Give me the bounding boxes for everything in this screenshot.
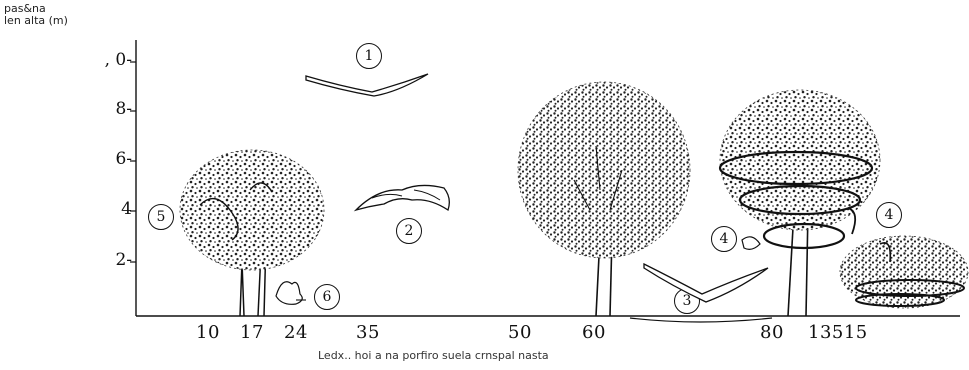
bird-3 bbox=[630, 264, 772, 322]
bird-2 bbox=[356, 185, 449, 210]
tree-small-left bbox=[180, 150, 324, 316]
bird-1 bbox=[306, 74, 428, 96]
animal-6 bbox=[276, 282, 306, 305]
bush-right bbox=[840, 236, 968, 308]
